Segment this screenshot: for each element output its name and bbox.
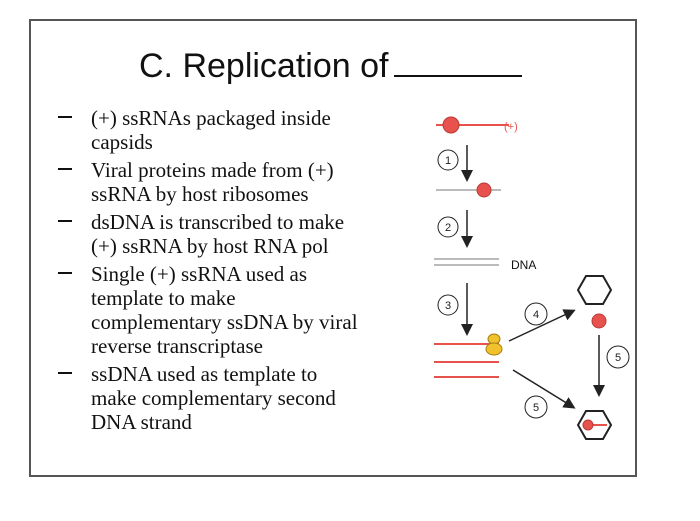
dna-label: DNA bbox=[511, 258, 536, 272]
statement-line: Single (+) ssRNA used as bbox=[91, 262, 308, 286]
title-text: C. Replication of bbox=[139, 47, 389, 85]
arrow-step-4 bbox=[508, 309, 576, 342]
arrow-step-5-diagonal bbox=[512, 369, 576, 409]
statement-item: Viral proteins made from (+) ssRNA by ho… bbox=[58, 158, 421, 206]
slide-title: C. Replication of bbox=[139, 47, 523, 86]
step-1-number: 1 bbox=[445, 155, 451, 167]
step-5-circle bbox=[524, 395, 548, 419]
statement-item: ssDNA used as template to make complemen… bbox=[58, 362, 421, 434]
slide-frame: C. Replication of (+) ssRNAs packaged in… bbox=[29, 19, 637, 477]
statement-item: dsDNA is transcribed to make (+) ssRNA b… bbox=[58, 210, 421, 258]
statement-line: Viral proteins made from (+) bbox=[91, 158, 334, 182]
step-5-number: 5 bbox=[615, 352, 621, 364]
answer-blank bbox=[58, 272, 72, 274]
title-fill-blank bbox=[394, 75, 523, 77]
statement-line: dsDNA is transcribed to make bbox=[91, 210, 345, 234]
statement-item: (+) ssRNAs packaged inside capsids bbox=[58, 106, 421, 154]
answer-blank bbox=[58, 116, 72, 118]
protein-dot-red bbox=[582, 419, 594, 431]
statement-line: reverse transcriptase bbox=[91, 334, 263, 358]
step-4-circle bbox=[524, 302, 548, 326]
statement-line: template to make bbox=[91, 286, 236, 310]
step-1-circle bbox=[437, 149, 459, 171]
statement-line: complementary ssDNA by viral bbox=[91, 310, 358, 334]
statement-line: ssDNA used as template to bbox=[91, 362, 318, 386]
statement-line: (+) ssRNAs packaged inside bbox=[91, 106, 331, 130]
answer-blank bbox=[58, 168, 72, 170]
statement-line: ssRNA by host ribosomes bbox=[91, 182, 309, 206]
step-5-number: 5 bbox=[533, 402, 539, 414]
protein-dot-red bbox=[442, 116, 460, 134]
step-5-circle bbox=[606, 345, 630, 369]
step-2-number: 2 bbox=[445, 222, 451, 234]
protein-dot-red bbox=[476, 182, 492, 198]
answer-blank bbox=[58, 372, 72, 374]
capsid-hexagon bbox=[576, 275, 613, 305]
step-3-number: 3 bbox=[445, 300, 451, 312]
protein-dot-red bbox=[591, 313, 607, 329]
step-4-number: 4 bbox=[533, 309, 539, 321]
statement-line: (+) ssRNA by host RNA pol bbox=[91, 234, 329, 258]
statement-line: make complementary second bbox=[91, 386, 336, 410]
step-2-circle bbox=[437, 216, 459, 238]
ribosome-bottom bbox=[485, 342, 503, 356]
statement-line: DNA strand bbox=[91, 410, 192, 434]
replication-diagram: (+) 1 2 DNA 3 4 bbox=[434, 116, 630, 440]
answer-blank bbox=[58, 220, 72, 222]
statement-line: capsids bbox=[91, 130, 153, 154]
statement-item: Single (+) ssRNA used as template to mak… bbox=[58, 262, 421, 358]
step-3-circle bbox=[437, 294, 459, 316]
plus-strand-label: (+) bbox=[504, 121, 518, 133]
